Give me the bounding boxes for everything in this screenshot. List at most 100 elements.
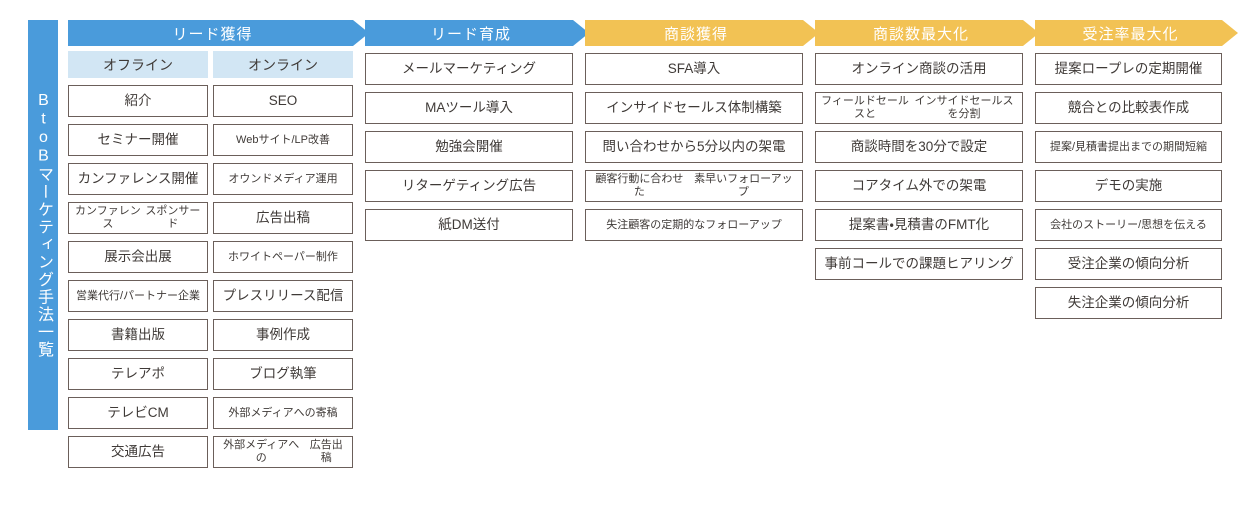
stage-column-meeting-maximization: 商談数最大化オンライン商談の活用フィールドセールスとインサイドセールスを分割商談…	[815, 20, 1023, 280]
method-item[interactable]: テレビCM	[68, 397, 208, 429]
method-item-label: 展示会出展	[104, 249, 172, 265]
method-item-label: 外部メディアへの寄稿	[228, 406, 338, 419]
method-item[interactable]: セミナー開催	[68, 124, 208, 156]
method-item-label: SEO	[268, 93, 298, 109]
method-item[interactable]: 展示会出展	[68, 241, 208, 273]
method-item[interactable]: リターゲティング広告	[365, 170, 573, 202]
method-item[interactable]: オウンドメディア運用	[213, 163, 353, 195]
sidebar-title-label: BtoBマーケティング手法一覧	[35, 91, 52, 359]
method-item[interactable]: 事例作成	[213, 319, 353, 351]
method-item[interactable]: 交通広告	[68, 436, 208, 468]
method-item[interactable]: デモの実施	[1035, 170, 1222, 202]
items-column-lead-acquisition-0: 紹介セミナー開催カンファレンス開催カンファレンススポンサード展示会出展営業代行/…	[68, 78, 208, 468]
stage-header-win-rate-maximization[interactable]: 受注率最大化	[1035, 20, 1238, 46]
subheader-online[interactable]: オンライン	[213, 51, 353, 78]
stage-header-meeting-maximization[interactable]: 商談数最大化	[815, 20, 1039, 46]
method-item-label: 受注企業の傾向分析	[1067, 256, 1190, 272]
method-item-label: リターゲティング広告	[401, 178, 537, 194]
method-item-label: 商談時間を30分で設定	[850, 139, 988, 155]
method-item[interactable]: 顧客行動に合わせた素早いフォローアップ	[585, 170, 803, 202]
subheader-row-lead-acquisition: オフライン オンライン	[68, 51, 353, 78]
method-item[interactable]: メールマーケティング	[365, 53, 573, 85]
stage-header-lead-acquisition[interactable]: リード獲得	[68, 20, 369, 46]
method-item[interactable]: コアタイム外での架電	[815, 170, 1023, 202]
subheader-offline[interactable]: オフライン	[68, 51, 208, 78]
method-item[interactable]: 外部メディアへの広告出稿	[213, 436, 353, 468]
method-item[interactable]: テレアポ	[68, 358, 208, 390]
method-item[interactable]: 失注顧客の定期的なフォローアップ	[585, 209, 803, 241]
method-item[interactable]: 書籍出版	[68, 319, 208, 351]
method-item[interactable]: MAツール導入	[365, 92, 573, 124]
method-item[interactable]: 営業代行/パートナー企業	[68, 280, 208, 312]
method-item-label: 勉強会開催	[435, 139, 503, 155]
method-item[interactable]: 問い合わせから5分以内の架電	[585, 131, 803, 163]
items-wrap-lead-acquisition: 紹介セミナー開催カンファレンス開催カンファレンススポンサード展示会出展営業代行/…	[68, 78, 353, 468]
method-item[interactable]: 提案ロープレの定期開催	[1035, 53, 1222, 85]
method-item-label: プレスリリース配信	[222, 288, 344, 304]
method-item[interactable]: 事前コールでの課題ヒアリング	[815, 248, 1023, 280]
method-item-label: 広告出稿	[309, 439, 343, 464]
method-item[interactable]: 紙DM送付	[365, 209, 573, 241]
method-item-label: Webサイト/LP改善	[236, 133, 330, 146]
method-item[interactable]: 提案/見積書提出までの期間短縮	[1035, 131, 1222, 163]
method-item-label: ホワイトペーパー制作	[228, 250, 338, 263]
method-item-label: インサイドセールスを分割	[914, 95, 1014, 120]
method-item-label: 営業代行/	[75, 289, 124, 302]
stage-header-label: リード育成	[430, 25, 511, 43]
method-item[interactable]: 外部メディアへの寄稿	[213, 397, 353, 429]
method-item[interactable]: プレスリリース配信	[213, 280, 353, 312]
method-item-label: MAツール導入	[425, 100, 513, 116]
method-item[interactable]: 失注企業の傾向分析	[1035, 287, 1222, 319]
stage-header-label: 商談数最大化	[872, 25, 969, 43]
method-item-label: 顧客行動に合わせた	[595, 173, 684, 198]
method-item[interactable]: 会社のストーリー/思想を伝える	[1035, 209, 1222, 241]
method-item[interactable]: SEO	[213, 85, 353, 117]
method-item-label: ブログ執筆	[249, 366, 317, 382]
method-item-label: 問い合わせから5分以内の架電	[602, 139, 786, 155]
method-item[interactable]: ホワイトペーパー制作	[213, 241, 353, 273]
method-item[interactable]: フィールドセールスとインサイドセールスを分割	[815, 92, 1023, 124]
items-wrap-meeting-acquisition: SFA導入インサイドセールス体制構築問い合わせから5分以内の架電顧客行動に合わせ…	[585, 46, 803, 241]
method-item-label: 失注企業の傾向分析	[1067, 295, 1190, 311]
method-item[interactable]: SFA導入	[585, 53, 803, 85]
method-item-label: メールマーケティング	[402, 61, 536, 77]
method-item[interactable]: 広告出稿	[213, 202, 353, 234]
method-item[interactable]: カンファレンス開催	[68, 163, 208, 195]
method-item[interactable]: 競合との比較表作成	[1035, 92, 1222, 124]
method-item[interactable]: 提案書・見積書のFMT化	[815, 209, 1023, 241]
method-item-label: 提案書・見積書のFMT化	[848, 217, 990, 233]
method-item-label: オウンドメディア運用	[228, 172, 338, 185]
stage-header-meeting-acquisition[interactable]: 商談獲得	[585, 20, 819, 46]
method-item-label: 競合との比較表作成	[1067, 100, 1190, 116]
method-item[interactable]: 紹介	[68, 85, 208, 117]
method-item-label: パートナー企業	[123, 289, 201, 302]
method-item[interactable]: Webサイト/LP改善	[213, 124, 353, 156]
method-item[interactable]: 受注企業の傾向分析	[1035, 248, 1222, 280]
method-item-label: デモの実施	[1094, 178, 1163, 194]
method-item[interactable]: ブログ執筆	[213, 358, 353, 390]
method-item[interactable]: インサイドセールス体制構築	[585, 92, 803, 124]
subheader-label: オンライン	[248, 56, 318, 73]
stage-header-lead-nurturing[interactable]: リード育成	[365, 20, 589, 46]
method-item-label: 会社のストーリー/思想を伝える	[1050, 218, 1207, 231]
method-item[interactable]: カンファレンススポンサード	[68, 202, 208, 234]
method-item-label: 素早いフォローアップ	[694, 173, 793, 198]
stage-column-lead-acquisition: リード獲得オフラインオンライン紹介セミナー開催カンファレンス開催カンファレンスス…	[68, 20, 353, 468]
method-item-label: SFA導入	[667, 61, 721, 77]
method-item[interactable]: オンライン商談の活用	[815, 53, 1023, 85]
method-item-label: オンライン商談の活用	[851, 61, 987, 77]
items-wrap-meeting-maximization: オンライン商談の活用フィールドセールスとインサイドセールスを分割商談時間を30分…	[815, 46, 1023, 280]
items-column-lead-nurturing-0: メールマーケティング MAツール導入勉強会開催リターゲティング広告紙DM送付	[365, 46, 573, 241]
subheader-label: オフライン	[103, 56, 173, 73]
method-item-label: 交通広告	[111, 444, 165, 460]
method-item-label: 事前コールでの課題ヒアリング	[824, 256, 1014, 272]
method-item-label: コアタイム外での架電	[851, 178, 987, 194]
sidebar-title-bar: BtoBマーケティング手法一覧	[28, 20, 58, 430]
method-item-label: テレアポ	[111, 366, 165, 382]
method-item[interactable]: 勉強会開催	[365, 131, 573, 163]
method-item[interactable]: 商談時間を30分で設定	[815, 131, 1023, 163]
method-item-label: フィールドセールスと	[821, 95, 909, 120]
